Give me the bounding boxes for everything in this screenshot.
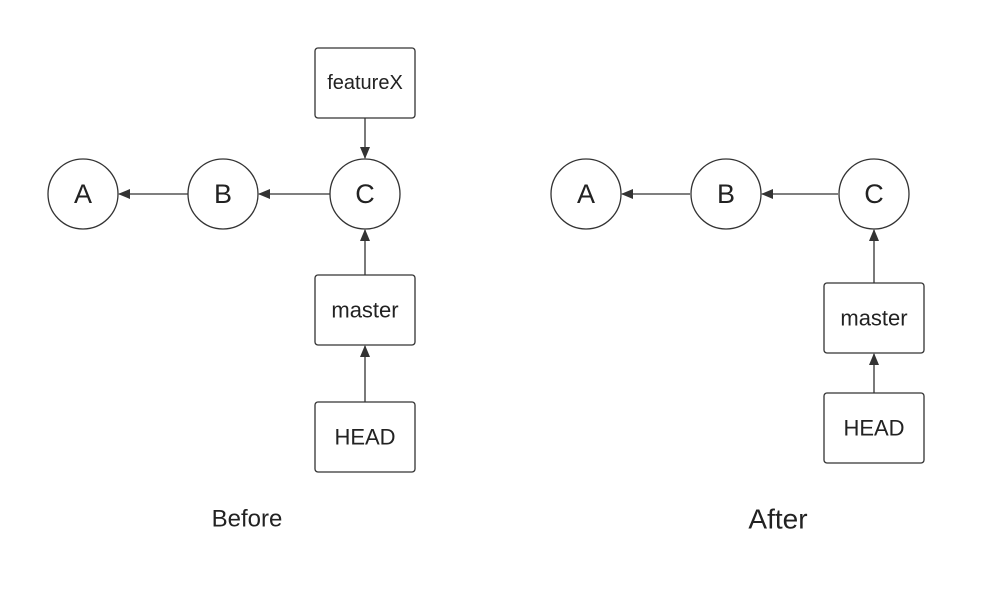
commit-label-b: B xyxy=(214,179,232,209)
branch-label-master: master xyxy=(840,306,907,331)
commit-node-a: A xyxy=(550,158,622,230)
commit-label-c: C xyxy=(355,179,375,209)
before-diagram: A B C featureX master HEAD Before xyxy=(47,47,416,533)
branch-box-featurex: featureX xyxy=(314,47,416,119)
branch-label-featurex: featureX xyxy=(327,72,403,94)
commit-label-c: C xyxy=(864,179,884,209)
commit-node-c: C xyxy=(329,158,401,230)
after-caption: After xyxy=(748,504,807,535)
after-diagram: A B C master HEAD After xyxy=(550,158,925,535)
head-box: HEAD xyxy=(823,392,925,464)
commit-label-a: A xyxy=(577,179,595,209)
commit-node-b: B xyxy=(187,158,259,230)
head-label: HEAD xyxy=(843,416,904,441)
commit-label-a: A xyxy=(74,179,92,209)
before-caption: Before xyxy=(212,506,283,533)
branch-box-master: master xyxy=(314,274,416,346)
commit-node-c: C xyxy=(838,158,910,230)
branch-box-master: master xyxy=(823,282,925,354)
branch-label-master: master xyxy=(331,298,398,323)
commit-label-b: B xyxy=(717,179,735,209)
head-label: HEAD xyxy=(334,425,395,450)
head-box: HEAD xyxy=(314,401,416,473)
commit-node-a: A xyxy=(47,158,119,230)
commit-node-b: B xyxy=(690,158,762,230)
